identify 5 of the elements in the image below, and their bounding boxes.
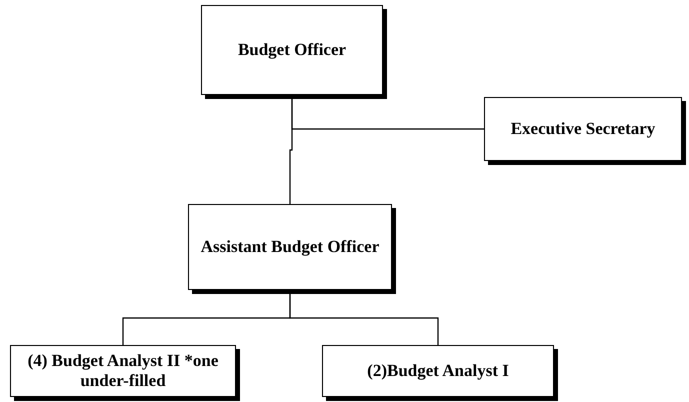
position-title: Assistant Budget Officer (200, 236, 380, 258)
position-title: Executive Secretary (510, 118, 656, 140)
position-title: (2)Budget Analyst I (367, 360, 509, 382)
position-title: Budget Officer (238, 40, 346, 60)
position-title: (4) Budget Analyst II *one under-filled (26, 350, 220, 392)
